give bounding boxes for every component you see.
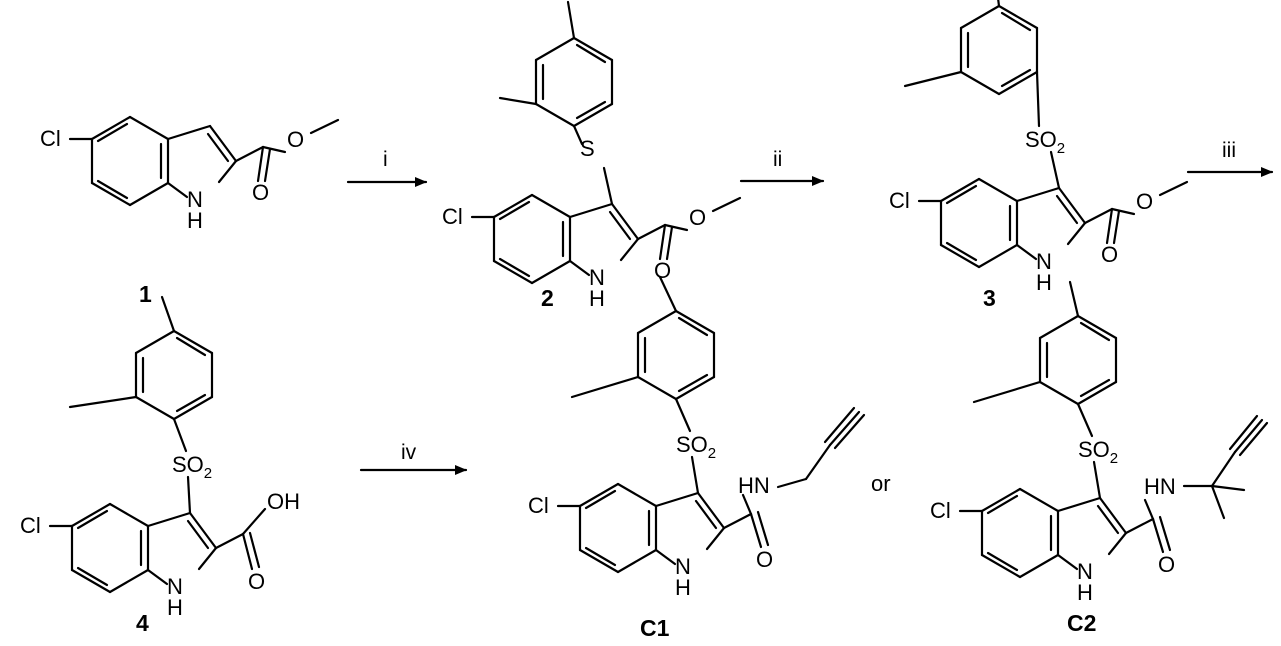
nitrogen-atom-label: N: [1036, 249, 1052, 274]
condition-label-iv: iv: [401, 441, 417, 464]
sulfonyl-label: SO2: [172, 452, 212, 482]
sulfonyl-label: SO2: [1025, 127, 1065, 157]
compound-4-structure: SO2 Cl OH O N H: [20, 295, 300, 620]
sulfonyl-label: SO2: [1078, 437, 1118, 467]
nitrogen-atom-label: N: [167, 574, 183, 599]
hydroxyl-label: OH: [267, 489, 300, 514]
carbonyl-oxygen-label: O: [248, 569, 265, 594]
nh-hydrogen-label: H: [1036, 270, 1052, 295]
nitrogen-atom-label: N: [187, 187, 203, 212]
nitrogen-atom-label: N: [1077, 559, 1093, 584]
compound-label-2: 2: [541, 285, 554, 311]
nitrogen-atom-label: N: [675, 554, 691, 579]
ester-oxygen-label: O: [689, 205, 706, 230]
or-connector: or: [871, 471, 891, 496]
compound-label-c1: C1: [640, 615, 670, 641]
molecule-bonds: [68, 115, 340, 207]
molecule-bonds: [470, 0, 742, 285]
compound-2-structure: Cl S O O N H: [442, 0, 742, 311]
molecule-bonds: [958, 280, 1269, 579]
nh-hydrogen-label: H: [1077, 580, 1093, 605]
nh-hydrogen-label: H: [167, 595, 183, 620]
compound-label-1: 1: [139, 281, 152, 307]
compound-label-4: 4: [136, 610, 149, 636]
carbonyl-oxygen-label: O: [252, 180, 269, 205]
compound-c2-structure: SO2 Cl HN O N H: [930, 280, 1269, 605]
molecule-bonds: [48, 295, 267, 594]
compound-label-c2: C2: [1067, 610, 1096, 636]
condition-label-ii: ii: [773, 148, 782, 171]
nh-hydrogen-label: H: [589, 286, 605, 311]
carbonyl-oxygen-label: O: [756, 547, 773, 572]
chlorine-atom-label: Cl: [20, 513, 41, 538]
chlorine-atom-label: Cl: [40, 126, 61, 151]
nitrogen-atom-label: N: [589, 265, 605, 290]
chlorine-atom-label: Cl: [442, 204, 463, 229]
ester-oxygen-label: O: [1136, 189, 1153, 214]
chlorine-atom-label: Cl: [889, 188, 910, 213]
ester-oxygen-label: O: [287, 127, 304, 152]
nh-hydrogen-label: H: [675, 575, 691, 600]
amide-nh-label: HN: [738, 473, 770, 498]
molecule-bonds: [903, 0, 1189, 269]
condition-label-i: i: [383, 148, 388, 171]
molecule-bonds: [556, 275, 866, 574]
sulfur-atom-label: S: [580, 136, 595, 161]
compound-label-3: 3: [983, 285, 996, 311]
amide-nh-label: HN: [1144, 474, 1176, 499]
condition-label-iii: iii: [1222, 139, 1236, 162]
compound-c1-structure: SO2 Cl HN O N H: [528, 275, 866, 600]
compound-1-structure: Cl O O N H: [40, 115, 340, 233]
carbonyl-oxygen-label: O: [1158, 552, 1175, 577]
carbonyl-oxygen-label: O: [1101, 242, 1118, 267]
chlorine-atom-label: Cl: [930, 498, 951, 523]
nh-hydrogen-label: H: [187, 208, 203, 233]
compound-3-structure: SO2 Cl O O N H: [889, 0, 1189, 295]
chlorine-atom-label: Cl: [528, 493, 549, 518]
sulfonyl-label: SO2: [676, 432, 716, 462]
carbonyl-oxygen-label: O: [654, 258, 671, 283]
